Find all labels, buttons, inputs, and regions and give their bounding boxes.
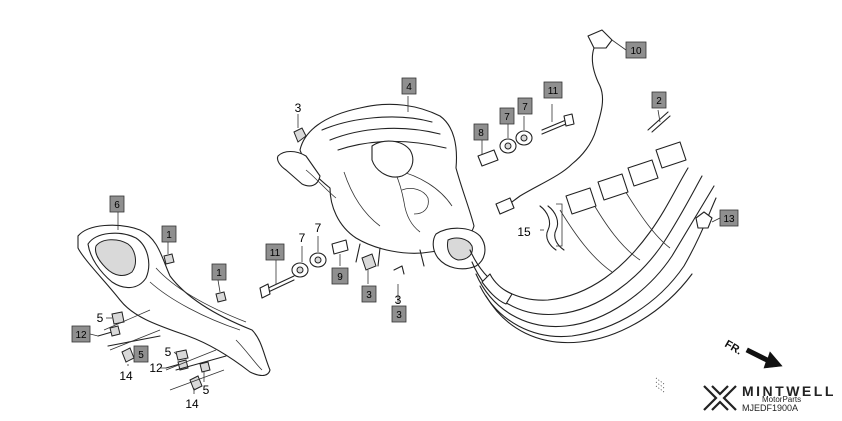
grommet-part-7-top bbox=[499, 130, 533, 154]
spring-clip-part-15 bbox=[539, 205, 565, 251]
clip-part-1-a bbox=[163, 253, 175, 265]
svg-text:3: 3 bbox=[396, 310, 402, 321]
nut-part-3-middle bbox=[361, 253, 377, 271]
callout-2: 2 bbox=[651, 91, 667, 109]
label-7-left: 7 bbox=[299, 231, 306, 245]
clip-part-1-b bbox=[215, 291, 227, 303]
muffler-heat-shield bbox=[77, 224, 271, 377]
svg-text:4: 4 bbox=[406, 82, 412, 93]
front-direction-indicator: FR. bbox=[723, 338, 783, 369]
front-arrow-icon bbox=[745, 347, 783, 369]
callout-11-top: 11 bbox=[543, 81, 563, 99]
label-3-top: 3 bbox=[295, 101, 302, 115]
nut-part-5-b bbox=[175, 349, 189, 361]
svg-text:3: 3 bbox=[366, 290, 372, 301]
muffler-body bbox=[276, 103, 486, 270]
callout-3-b: 3 bbox=[391, 305, 407, 323]
nut-part-3-top bbox=[293, 127, 307, 143]
svg-text:1: 1 bbox=[166, 230, 172, 241]
svg-text:9: 9 bbox=[337, 272, 343, 283]
svg-text:7: 7 bbox=[522, 102, 528, 113]
screw-part-12-a bbox=[97, 325, 121, 337]
svg-text:7: 7 bbox=[504, 112, 510, 123]
label-5-b: 5 bbox=[165, 345, 172, 359]
o2-sensor-part-10 bbox=[495, 29, 613, 215]
clip-part-3-bottom bbox=[393, 265, 405, 275]
callout-3-a: 3 bbox=[361, 285, 377, 303]
label-5-c: 5 bbox=[203, 383, 210, 397]
svg-text:12: 12 bbox=[75, 330, 87, 341]
bolt-part-11-top bbox=[541, 113, 575, 135]
callout-13: 13 bbox=[719, 209, 739, 227]
collar-part-8 bbox=[477, 149, 499, 167]
svg-text:13: 13 bbox=[723, 214, 735, 225]
callout-1-b: 1 bbox=[211, 263, 227, 281]
logo-icon bbox=[703, 385, 737, 411]
svg-text:11: 11 bbox=[548, 86, 559, 97]
callout-7-top-a: 7 bbox=[499, 107, 515, 125]
label-14-b: 14 bbox=[185, 397, 199, 411]
dotted-mark bbox=[655, 377, 665, 393]
label-12-b: 12 bbox=[149, 361, 163, 375]
callout-7-top-b: 7 bbox=[517, 97, 533, 115]
label-7-right: 7 bbox=[315, 221, 322, 235]
svg-text:10: 10 bbox=[630, 46, 642, 57]
callout-9: 9 bbox=[331, 267, 349, 285]
callout-5-box: 5 bbox=[133, 345, 149, 363]
label-15: 15 bbox=[517, 225, 531, 239]
svg-text:8: 8 bbox=[478, 128, 484, 139]
brand-logo: MINTWELL MotorParts MJEDF1900A bbox=[703, 383, 836, 413]
brand-tagline: MotorParts bbox=[762, 395, 801, 404]
leader-lines bbox=[89, 39, 721, 394]
svg-text:1: 1 bbox=[216, 268, 222, 279]
svg-text:5: 5 bbox=[138, 350, 144, 361]
label-14-a: 14 bbox=[119, 369, 133, 383]
nut-part-5-a bbox=[111, 311, 125, 325]
diagram-code: MJEDF1900A bbox=[742, 403, 798, 413]
bolt-part-11-bottom bbox=[259, 275, 295, 299]
exhaust-header-pipes bbox=[469, 141, 717, 344]
callout-11-bottom: 11 bbox=[265, 243, 285, 261]
nut-part-5-c bbox=[199, 361, 211, 373]
svg-text:11: 11 bbox=[270, 248, 281, 259]
svg-text:6: 6 bbox=[114, 200, 120, 211]
callout-8: 8 bbox=[473, 123, 489, 141]
callout-4: 4 bbox=[401, 77, 417, 95]
callout-10: 10 bbox=[625, 41, 647, 59]
callout-1-a: 1 bbox=[161, 225, 177, 243]
pin-part-2 bbox=[647, 111, 671, 133]
callout-12-a: 12 bbox=[71, 325, 91, 343]
front-label: FR. bbox=[723, 338, 744, 357]
svg-text:2: 2 bbox=[656, 96, 662, 107]
grommet-part-7-bottom bbox=[291, 252, 327, 278]
clip-part-13 bbox=[695, 211, 713, 229]
callout-6: 6 bbox=[109, 195, 125, 213]
label-3-bottom: 3 bbox=[395, 293, 402, 307]
brand-name: MINTWELL bbox=[742, 383, 836, 399]
label-5-a: 5 bbox=[97, 311, 104, 325]
collar-part-9 bbox=[331, 239, 349, 255]
